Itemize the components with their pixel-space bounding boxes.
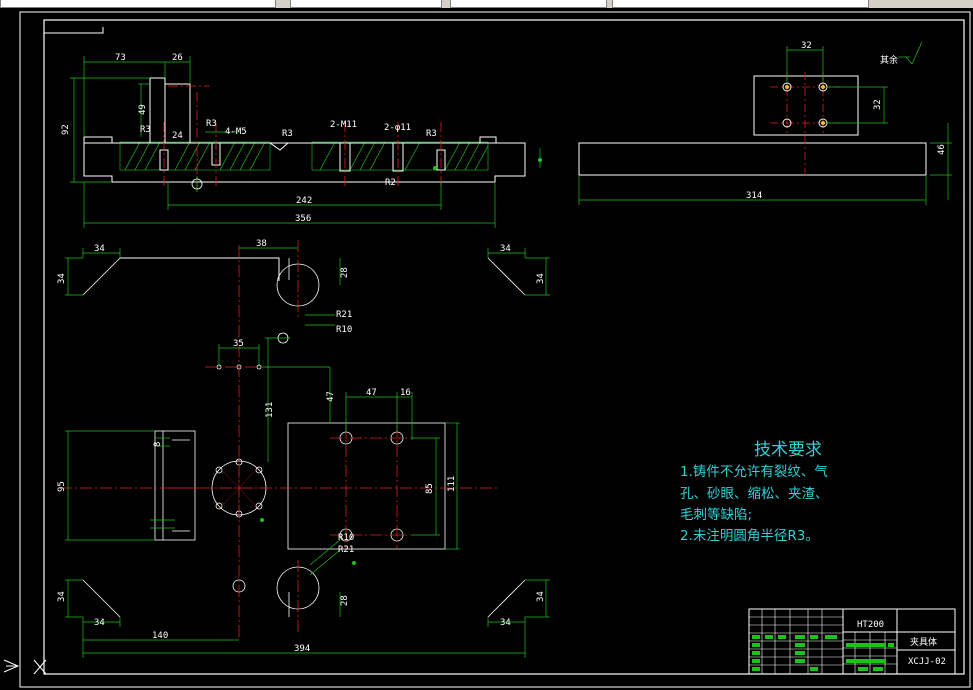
dim-r2: R2 [385, 178, 396, 188]
dim-35: 35 [233, 339, 244, 349]
outer-frame [19, 11, 971, 688]
dim-47-horizontal: 47 [366, 388, 377, 398]
inner-frame [43, 19, 965, 675]
tech-req-line-3: 毛刺等缺陷; [680, 506, 752, 523]
dim-34-right-top: 34 [536, 273, 546, 284]
dim-131: 131 [265, 402, 275, 418]
dim-38: 38 [256, 239, 267, 249]
dim-242: 242 [296, 196, 312, 206]
dim-111: 111 [447, 476, 457, 492]
dim-r3-top: R3 [282, 129, 293, 139]
ucs-icon [3, 659, 47, 675]
dim-34-left-bottom: 34 [57, 591, 67, 602]
dim-26: 26 [172, 53, 183, 63]
tech-requirements-title: 技术要求 [754, 440, 822, 460]
tech-req-line-2: 孔、砂眼、缩松、夹渣、 [680, 486, 829, 502]
dim-2-m11: 2-M11 [330, 120, 357, 130]
dim-140: 140 [152, 631, 168, 641]
title-block: HT200 夹具体 XCJJ-02 [748, 608, 956, 675]
dim-34-right-bottom: 34 [536, 591, 546, 602]
dim-34-top-left: 34 [94, 244, 105, 254]
dim-356: 356 [295, 214, 311, 224]
dim-28-bottom: 28 [340, 595, 350, 606]
tech-req-line-1: 1.铸件不允许有裂纹、气 [680, 464, 828, 480]
side-view: 32 32 46 314 其余 [578, 41, 952, 205]
dim-r3-left: R3 [140, 125, 151, 135]
dim-32-side: 32 [873, 99, 883, 110]
dim-314: 314 [746, 191, 762, 201]
tech-req-line-4: 2.未注明圆角半径R3。 [680, 528, 819, 544]
frame-tab [44, 27, 104, 34]
toolbar-field-3[interactable] [450, 0, 607, 8]
tech-requirements: 技术要求 1.铸件不允许有裂纹、气 孔、砂眼、缩松、夹渣、 毛刺等缺陷; 2.未… [680, 440, 829, 544]
dim-r3-right: R3 [426, 129, 437, 139]
toolbar-field-2[interactable] [290, 0, 442, 8]
dim-85: 85 [425, 483, 435, 494]
dim-47-vertical: 47 [326, 391, 336, 402]
dim-34-bottom-right: 34 [500, 618, 511, 628]
dim-2-phi11: 2-φ11 [384, 123, 411, 133]
dim-4-m5: 4-M5 [225, 127, 247, 137]
plan-view: 34 34 34 34 38 28 R21 R10 35 131 47 47 1… [57, 239, 550, 658]
dim-92: 92 [61, 124, 71, 135]
dim-r21-top: R21 [336, 310, 352, 320]
dim-34-bottom-left: 34 [94, 618, 105, 628]
dim-r10-bottom: R10 [338, 533, 354, 543]
toolbar-field-4[interactable] [612, 0, 869, 8]
top-toolbar-strip [0, 0, 973, 8]
dim-46: 46 [937, 144, 947, 155]
dim-16: 16 [400, 388, 411, 398]
dim-8: 8 [153, 442, 163, 447]
title-block-part-name: 夹具体 [910, 636, 937, 648]
dim-r10-top: R10 [336, 325, 352, 335]
dim-34-top-right: 34 [500, 244, 511, 254]
toolbar-field-1[interactable] [0, 0, 276, 8]
cad-drawing-canvas[interactable]: 73 26 49 92 R3 R3 R3 R3 24 4-M5 2-M11 2-… [0, 8, 973, 690]
dim-r3-mid: R3 [206, 119, 217, 129]
top-section-view: 73 26 49 92 R3 R3 R3 R3 24 4-M5 2-M11 2-… [61, 53, 542, 228]
dim-73: 73 [115, 53, 126, 63]
surface-finish-note: 其余 [880, 54, 898, 66]
dim-32-top: 32 [801, 41, 812, 51]
dim-49: 49 [138, 104, 148, 115]
dim-34-left-top: 34 [57, 273, 67, 284]
dim-24: 24 [172, 131, 183, 141]
dim-r21-bottom: R21 [338, 545, 354, 555]
title-block-drawing-no: XCJJ-02 [908, 657, 946, 667]
dim-95: 95 [57, 481, 67, 492]
dim-28-top: 28 [340, 267, 350, 278]
title-block-material: HT200 [857, 620, 884, 630]
dim-394: 394 [294, 644, 310, 654]
